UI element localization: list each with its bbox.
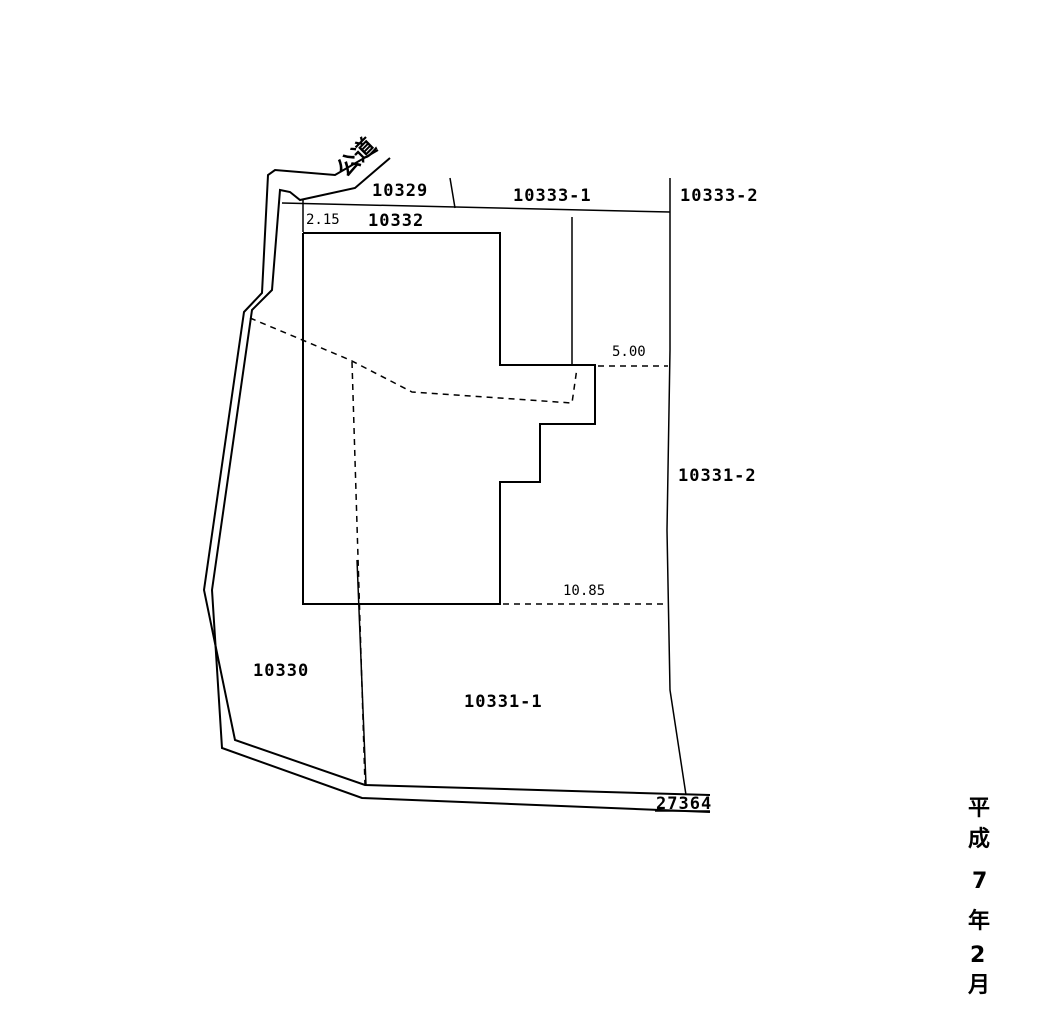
date-char-3: 7 <box>972 869 987 894</box>
lot-label-10331-1: 10331-1 <box>464 692 543 712</box>
lot-divider-10329 <box>449 177 456 209</box>
dimension-5-00: 5.00 <box>612 344 646 360</box>
road-outer-line <box>210 157 711 813</box>
dimension-10-85: 10.85 <box>563 583 605 599</box>
lot-label-10332: 10332 <box>368 211 424 231</box>
lot-label-10331-2: 10331-2 <box>678 466 757 486</box>
lot-label-10330: 10330 <box>253 661 309 681</box>
lot-label-27364: 27364 <box>656 794 712 814</box>
lot-division-vertical <box>356 559 367 786</box>
east-boundary <box>666 178 687 796</box>
road-inner-line <box>202 149 711 796</box>
lot-label-10333-2: 10333-2 <box>680 186 759 206</box>
lot-division-dashed <box>249 317 578 404</box>
date-char-6: 月 <box>967 973 990 998</box>
date-char-1: 平 <box>968 796 990 821</box>
lot-label-10329: 10329 <box>372 181 428 201</box>
north-boundary <box>281 202 671 213</box>
lot-label-10333-1: 10333-1 <box>513 186 592 206</box>
dimension-2-15: 2.15 <box>306 212 340 228</box>
date-char-5: 2 <box>970 943 985 968</box>
date-char-2: 成 <box>968 827 990 852</box>
date-char-4: 年 <box>968 908 990 934</box>
building-outline <box>302 232 596 605</box>
road-label: 公道 <box>332 133 382 183</box>
